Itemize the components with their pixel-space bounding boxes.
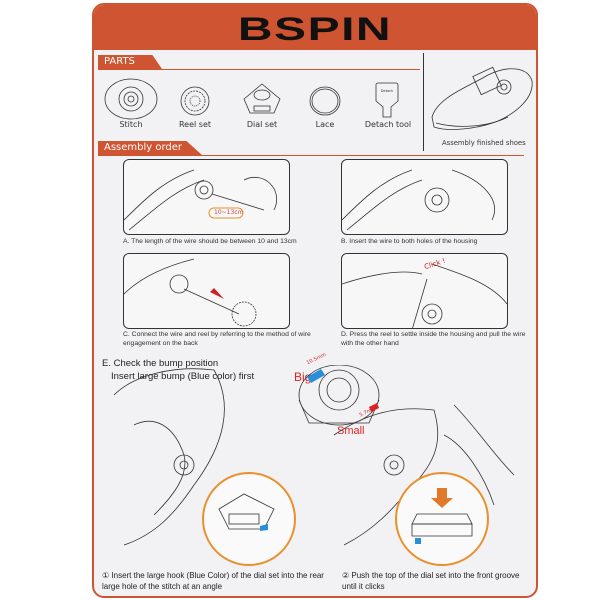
parts-tab: PARTS (98, 55, 162, 69)
big-label: Big (294, 370, 312, 384)
assembly-rule (98, 155, 524, 156)
big-size: 10.5mm (305, 351, 328, 367)
small-label: Small (337, 425, 365, 437)
bump-title: E. Check the bump position (102, 358, 219, 369)
bump-subtitle: Insert large bump (Blue color) first (111, 371, 255, 382)
step2-detail (395, 472, 489, 566)
final-step-2-caption: ② Push the top of the dial set into the … (342, 571, 520, 591)
instruction-sheet: BSPIN PARTS Detach Stitch Reel set Dial … (92, 3, 538, 598)
tool-text: Detach (381, 89, 394, 93)
part-label: Dial set (246, 120, 278, 129)
step1-detail (202, 472, 296, 566)
part-label: Stitch (119, 120, 143, 129)
step-b-caption: B. Insert the wire to both holes of the … (341, 238, 478, 245)
divider (423, 53, 424, 151)
step-a-image: 10~13cm (123, 159, 290, 235)
parts-rule (98, 69, 420, 70)
step-b-image (341, 159, 508, 235)
assembly-tab: Assembly order (98, 141, 202, 155)
dial-diagram (298, 365, 380, 426)
step-c-caption: C. Connect the wire and reel by referrin… (123, 331, 311, 347)
big-bump-marker (307, 369, 325, 383)
parts-illustrations: Detach (104, 78, 399, 120)
dial-set-icon (243, 83, 281, 114)
step-d-image: Click ! (341, 253, 508, 329)
final-step-1-caption: ① Insert the large hook (Blue Color) of … (102, 571, 324, 591)
small-bump-marker (369, 403, 379, 412)
part-label: Lace (315, 120, 335, 129)
step-d-caption: D. Press the reel to settle inside the h… (341, 331, 526, 347)
bump-illustrations (113, 365, 515, 546)
brand-logo: BSPIN (237, 11, 393, 47)
step-a-caption: A. The length of the wire should be betw… (123, 238, 297, 245)
step-c-image (123, 253, 290, 329)
shoe-icon (431, 66, 533, 130)
part-label: Reel set (178, 120, 212, 129)
shoe-caption: Assembly finished shoes (442, 139, 526, 147)
detach-tool-icon (375, 82, 399, 118)
reel-set-icon (180, 86, 210, 116)
lace-icon (309, 86, 341, 116)
wire-length-label: 10~13cm (214, 209, 244, 216)
header-banner: BSPIN (94, 5, 536, 50)
stitch-icon (104, 78, 158, 120)
part-label: Detach tool (364, 120, 412, 129)
